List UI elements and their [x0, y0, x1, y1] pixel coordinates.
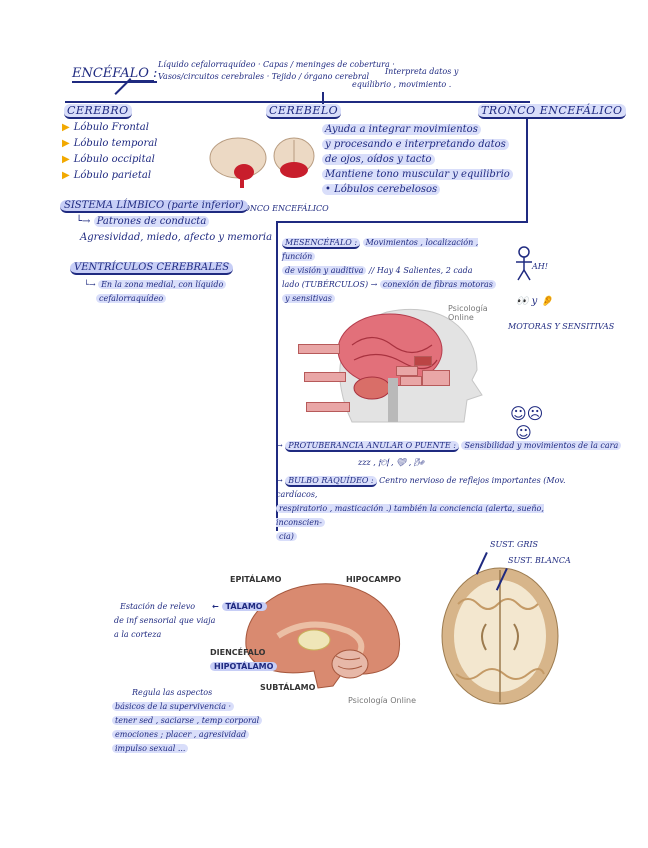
top-note-2: Vasos/circuitos cerebrales · Tejido / ór…	[158, 72, 370, 81]
bulbo-icons: zzz , 🍽 , ❤ , 🌬	[358, 458, 424, 467]
person-doodle-icon	[516, 246, 532, 281]
bulbo-block: → BULBO RAQUÍDEO : Centro nervioso de re…	[276, 476, 566, 541]
sagittal-brain-image	[238, 576, 408, 692]
sust-blanca-label: SUST. BLANCA	[508, 556, 571, 565]
faces-doodle-icon: ☺☹ ☺	[510, 404, 544, 442]
tronco-title: TRONCO ENCEFÁLICO	[478, 104, 626, 119]
eyes-ears-doodle: 👀 y 👂	[516, 296, 553, 307]
cerebro-lobes: ▶Lóbulo Frontal ▶Lóbulo temporal ▶Lóbulo…	[62, 120, 157, 184]
cerebro-title: CEREBRO	[64, 104, 132, 119]
encefalo-title: ENCÉFALO :	[72, 66, 158, 83]
cerebelo-note-1: Interpreta datos y	[385, 67, 459, 76]
hipotalamo-label: HIPOTÁLAMO	[210, 662, 278, 671]
lobe-item: ▶Lóbulo occipital	[62, 154, 155, 165]
talamo-label: ← TÁLAMO	[212, 602, 267, 611]
limbico-line-2: Agresividad, miedo, afecto y memoria	[80, 232, 273, 243]
tronco-branch-line	[276, 221, 278, 531]
hipocampo-label: HIPOCAMPO	[346, 575, 402, 584]
protuberancia-line: → PROTUBERANCIA ANULAR O PUENTE : Sensib…	[276, 441, 622, 452]
limbico-line-1: └→ Patrones de conducta	[76, 216, 210, 227]
limbico-title: SISTEMA LÍMBICO (parte inferior)	[60, 200, 248, 213]
tronco-caption: TRONCO ENCEFÁLICO	[232, 204, 329, 213]
cerebelo-note-2: equilibrio , movimiento .	[352, 80, 452, 89]
epitalamo-label: EPITÁLAMO	[230, 575, 282, 584]
hipotalamo-note: Regula las aspectos básicos de la superv…	[112, 686, 263, 756]
hierarchy-line	[65, 101, 530, 103]
head-anatomy-image: Psicología Online	[292, 300, 492, 424]
cerebelo-brain-illustrations	[209, 137, 315, 188]
cerebelo-description: Ayuda a integrar movimientos y procesand…	[322, 122, 513, 197]
axial-brain-slice-image	[438, 564, 562, 708]
lobe-item: ▶Lóbulo temporal	[62, 138, 158, 149]
sust-gris-label: SUST. GRIS	[490, 540, 539, 549]
head-image-watermark: Psicología Online	[448, 304, 488, 322]
ventriculos-title: VENTRÍCULOS CEREBRALES	[70, 262, 234, 275]
subtalamo-label: SUBTÁLAMO	[260, 683, 316, 692]
talamo-note: Estación de relevo de inf sensorial que …	[114, 602, 216, 639]
ah-text: AH!	[532, 262, 548, 271]
lobe-item: ▶Lóbulo parietal	[62, 170, 152, 181]
ventriculos-line-1: └→ En la zona medial, con líquido	[84, 280, 227, 289]
sagittal-watermark: Psicología Online	[348, 696, 417, 705]
top-note-1: Líquido cefalorraquídeo · Capas / mening…	[158, 60, 395, 69]
mesencefalo-block: MESENCÉFALO : Movimientos , localización…	[282, 236, 512, 306]
lobe-item: ▶Lóbulo Frontal	[62, 122, 149, 133]
diencefalo-label: DIENCÉFALO	[210, 648, 266, 657]
cerebelo-title: CEREBELO	[266, 104, 342, 119]
ventriculos-line-2: cefalorraquídeo	[96, 294, 167, 303]
motoras-sensitivas-text: MOTORAS Y SENSITIVAS	[508, 322, 615, 331]
